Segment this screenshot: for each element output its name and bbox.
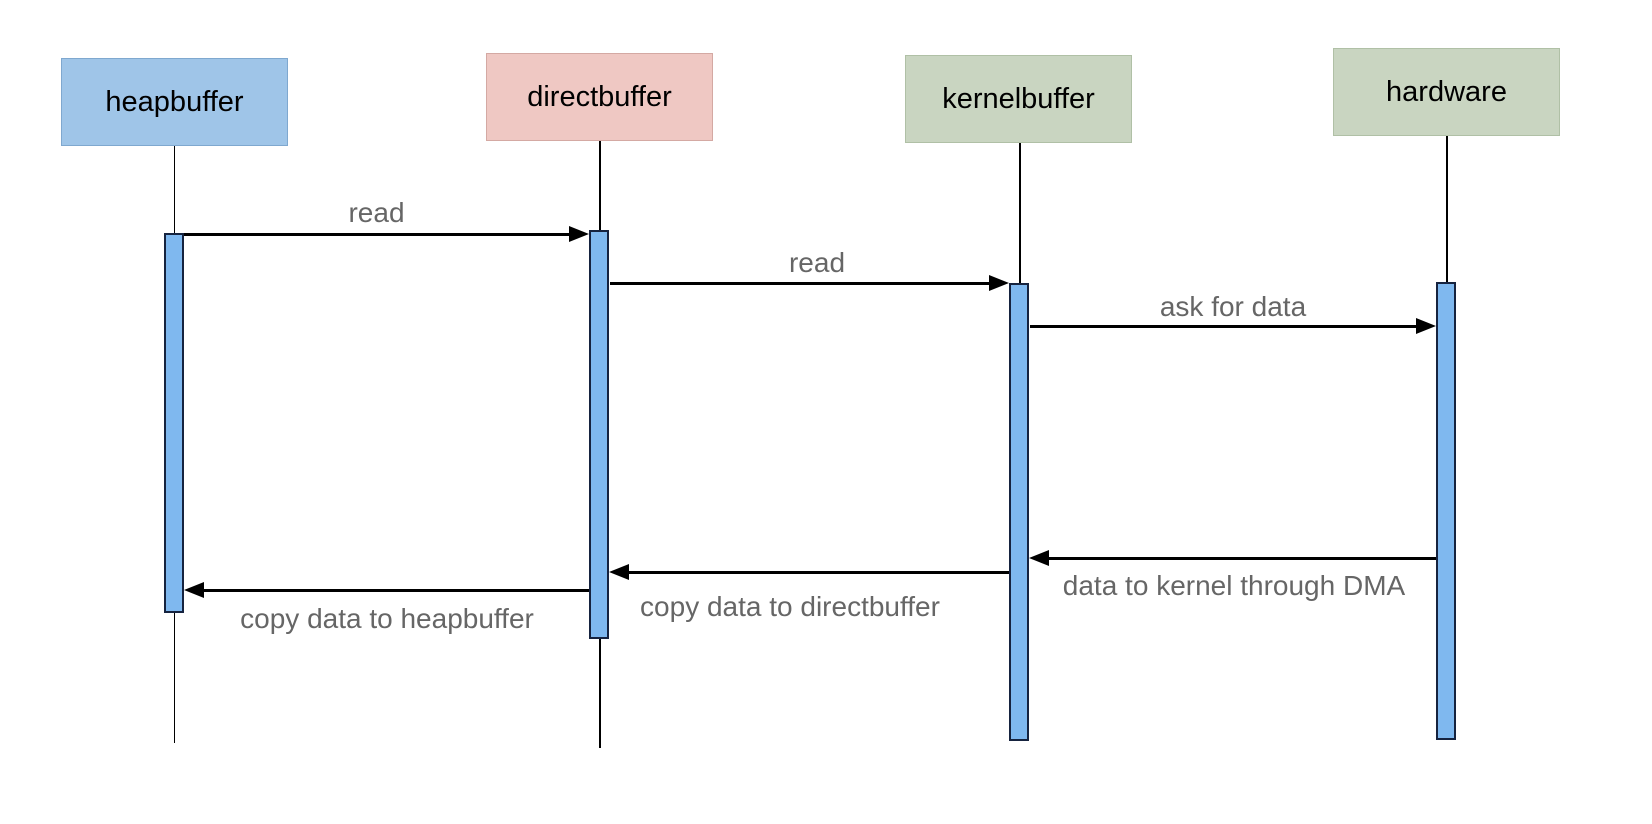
message-line-copy-to-heapbuffer [204,589,589,592]
participant-box-hardware: hardware [1333,48,1560,136]
activation-bar-hardware [1436,282,1456,740]
participant-label-hardware: hardware [1386,75,1507,108]
activation-bar-heapbuffer [164,233,184,613]
message-line-copy-to-directbuffer [629,571,1009,574]
arrowhead-right-icon [989,275,1009,291]
arrowhead-left-icon [184,582,204,598]
lifeline-heapbuffer-bottom [173,613,175,743]
activation-bar-kernelbuffer [1009,283,1029,741]
message-label-read-1: read [348,197,405,228]
arrowhead-left-icon [1029,550,1049,566]
participant-label-heapbuffer: heapbuffer [105,85,244,118]
participant-label-kernelbuffer: kernelbuffer [942,82,1095,115]
message-line-read-1 [184,233,569,236]
lifeline-directbuffer-top [599,141,601,230]
activation-bar-directbuffer [589,230,609,639]
message-label-copy-to-directbuffer: copy data to directbuffer [640,591,940,622]
message-line-ask-for-data [1030,325,1416,328]
message-label-read-2: read [788,247,846,278]
lifeline-directbuffer-bottom [599,639,601,748]
message-label-copy-to-heapbuffer: copy data to heapbuffer [240,603,534,634]
arrowhead-left-icon [609,564,629,580]
participant-box-kernelbuffer: kernelbuffer [905,55,1132,143]
message-label-ask-for-data: ask for data [1159,291,1307,322]
arrowhead-right-icon [1416,318,1436,334]
message-label-data-to-kernel: data to kernel through DMA [1062,570,1406,601]
message-line-read-2 [610,282,989,285]
participant-label-directbuffer: directbuffer [527,80,672,113]
participant-box-heapbuffer: heapbuffer [61,58,288,146]
participant-box-directbuffer: directbuffer [486,53,713,141]
lifeline-heapbuffer-top [173,146,175,233]
lifeline-hardware-top [1446,136,1448,282]
lifeline-kernelbuffer-top [1019,143,1021,283]
message-line-data-to-kernel [1049,557,1436,560]
arrowhead-right-icon [569,226,589,242]
